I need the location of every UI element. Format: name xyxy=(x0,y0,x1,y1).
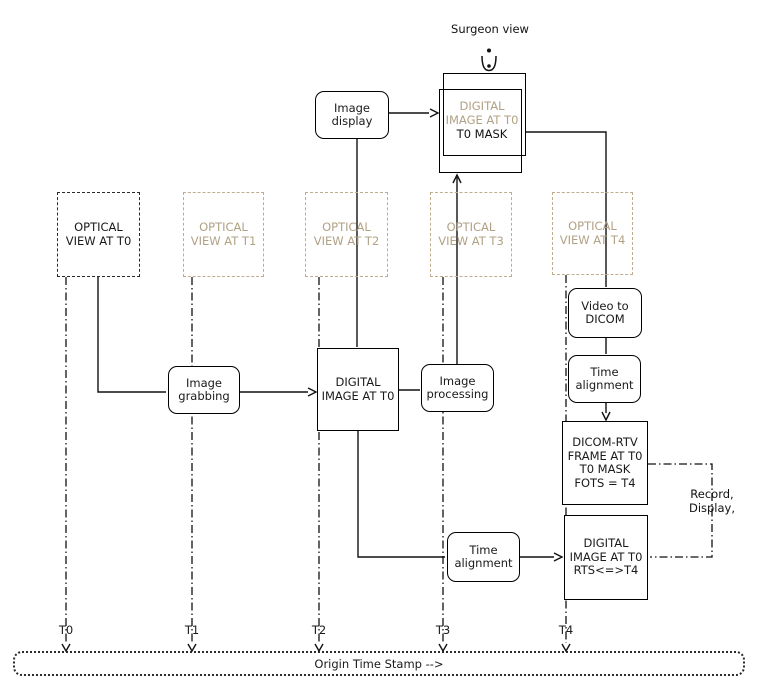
mask-box-line2: IMAGE AT T0 xyxy=(445,112,519,127)
digital-image-rts-line1: DIGITAL xyxy=(583,536,629,551)
optical-view-t3-line2: VIEW AT T3 xyxy=(438,233,504,248)
optical-view-t1-line1: OPTICAL xyxy=(199,220,248,234)
arrowhead-down-t3 xyxy=(438,643,448,653)
video-to-dicom-box: Video to DICOM xyxy=(568,288,642,338)
time-alignment-bottom-label: Time alignment xyxy=(454,542,513,570)
connector-dicomrtv-record-loop xyxy=(648,463,713,558)
timeline-tick-t2: T2 xyxy=(311,623,327,637)
optical-view-t4-box: OPTICAL VIEW AT T4 xyxy=(552,192,633,275)
arrowhead-up-mask xyxy=(452,173,462,184)
surgeon-view-outer-box xyxy=(443,73,526,156)
dicom-rtv-line4: FOTS = T4 xyxy=(574,475,636,490)
optical-view-t2-line1: OPTICAL xyxy=(322,220,371,234)
dicom-rtv-frame-box: DICOM-RTV FRAME AT T0 T0 MASK FOTS = T4 xyxy=(562,421,648,505)
timeline-tick-t4: T4 xyxy=(558,623,574,637)
connector-mask-to-videodicom xyxy=(526,131,607,287)
optical-view-t1-label: OPTICAL VIEW AT T1 xyxy=(190,220,257,248)
optical-view-t1-line2: VIEW AT T1 xyxy=(190,233,257,248)
image-grabbing-label: Image grabbing xyxy=(178,375,230,403)
dicom-rtv-line3: T0 MASK xyxy=(579,462,631,476)
video-to-dicom-label: Video to DICOM xyxy=(581,298,629,326)
image-display-box: Image display xyxy=(315,91,389,139)
arrowhead-right-rts xyxy=(553,552,564,562)
arrowhead-down-t2 xyxy=(314,643,324,653)
optical-view-t1-box: OPTICAL VIEW AT T1 xyxy=(183,192,264,277)
optical-view-t2-line2: VIEW AT T2 xyxy=(313,233,380,248)
image-display-label: Image display xyxy=(331,100,373,128)
optical-view-t0-label: OPTICAL VIEW AT T0 xyxy=(65,220,132,248)
dicom-rtv-line2: FRAME AT T0 xyxy=(567,448,643,463)
optical-view-t0-line2: VIEW AT T0 xyxy=(65,233,132,248)
time-alignment-top-box: Time alignment xyxy=(568,355,641,403)
digital-image-rts-box: DIGITAL IMAGE AT T0 RTS<=>T4 xyxy=(564,515,648,600)
optical-view-t0-box: OPTICAL VIEW AT T0 xyxy=(57,192,140,277)
mask-box-text: DIGITAL IMAGE AT T0 T0 MASK xyxy=(427,99,537,141)
record-annotation-line2: Display, xyxy=(688,500,736,515)
arrowhead-right-mask xyxy=(429,108,440,118)
image-grabbing-box: Image grabbing xyxy=(168,366,240,414)
digital-image-rts-line3: RTS<=>T4 xyxy=(573,563,639,578)
optical-view-t4-line2: VIEW AT T4 xyxy=(559,232,626,247)
digital-image-t0-line1: DIGITAL xyxy=(335,375,381,389)
record-annotation-line1: Record, xyxy=(690,487,734,501)
optical-view-t4-line1: OPTICAL xyxy=(568,219,617,233)
optical-view-t4-label: OPTICAL VIEW AT T4 xyxy=(559,219,626,247)
optical-view-t0-line1: OPTICAL xyxy=(74,220,123,234)
image-processing-label: Image processing xyxy=(426,373,489,401)
digital-image-t0-label: DIGITAL IMAGE AT T0 xyxy=(321,375,395,403)
time-alignment-top-label: Time alignment xyxy=(575,364,634,392)
optical-view-t3-label: OPTICAL VIEW AT T3 xyxy=(438,220,504,248)
digital-image-t0-box: DIGITAL IMAGE AT T0 xyxy=(317,348,399,431)
t0-mask-box xyxy=(439,89,522,173)
surgeon-view-label: Surgeon view xyxy=(451,22,529,36)
arrowhead-down-t1 xyxy=(187,643,197,653)
origin-time-stamp-label: Origin Time Stamp --> xyxy=(314,656,444,671)
origin-time-stamp-box: Origin Time Stamp --> xyxy=(13,651,745,676)
digital-image-t0-line2: IMAGE AT T0 xyxy=(321,388,395,403)
dicom-rtv-line1: DICOM-RTV xyxy=(572,435,638,449)
mask-box-line1: DIGITAL xyxy=(459,99,505,113)
digital-image-rts-label: DIGITAL IMAGE AT T0 RTS<=>T4 xyxy=(570,537,643,578)
arrowhead-down-dicomrtv xyxy=(601,411,611,422)
timeline-tick-t3: T3 xyxy=(435,623,451,637)
arrowhead-down-t4 xyxy=(561,643,571,653)
mask-box-line3: T0 MASK xyxy=(456,126,508,141)
record-display-annotation: Record, Display, xyxy=(672,487,752,516)
timeline-tick-t1: T1 xyxy=(184,623,200,637)
dicom-rtv-frame-label: DICOM-RTV FRAME AT T0 T0 MASK FOTS = T4 xyxy=(567,435,643,490)
connector-digital-to-timealign2 xyxy=(357,431,445,558)
optical-view-t3-line1: OPTICAL xyxy=(446,220,496,234)
arrowhead-down-t0 xyxy=(61,643,71,653)
digital-image-rts-line2: IMAGE AT T0 xyxy=(569,549,643,564)
optical-view-t3-box: OPTICAL VIEW AT T3 xyxy=(430,192,512,277)
optical-view-t2-box: OPTICAL VIEW AT T2 xyxy=(305,192,388,277)
connector-opticalt0-to-grabbing xyxy=(97,277,166,393)
time-alignment-bottom-box: Time alignment xyxy=(447,532,520,582)
eye-icon xyxy=(481,48,497,72)
optical-view-t2-label: OPTICAL VIEW AT T2 xyxy=(313,220,380,248)
image-processing-box: Image processing xyxy=(421,364,494,412)
timeline-tick-t0: T0 xyxy=(58,623,74,637)
arrowhead-right-digital xyxy=(307,387,318,397)
